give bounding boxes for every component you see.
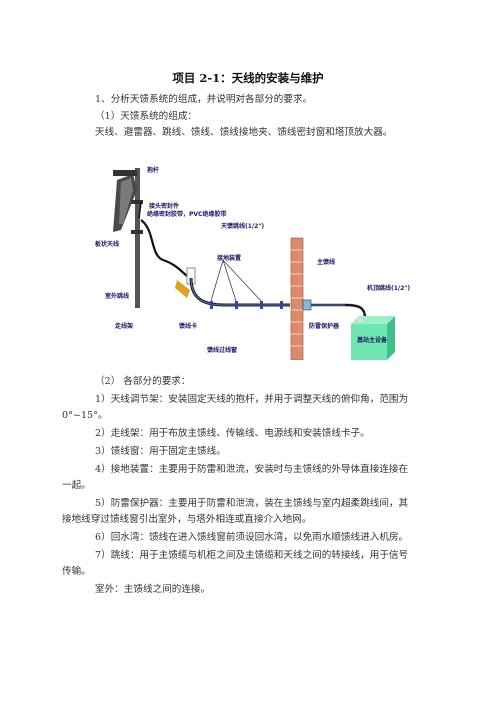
req-4-line1: 4）接地装置：主要用于防雷和泄流，安装时与主馈线的外导体直接连接在 (95, 464, 409, 475)
arrester (302, 299, 312, 311)
label-pole: 抱杆 (147, 166, 159, 174)
heading-components: （1）天馈系统的组成： (95, 111, 198, 122)
label-connector-seal: 接头密封件 (148, 202, 179, 210)
label-cable-tray: 走线架 (115, 322, 133, 330)
req-1-line2: 0°~15°。 (62, 410, 108, 421)
outdoor-text: 室外：主馈线之间的连接。 (95, 584, 211, 595)
req-7-line2: 传输。 (62, 566, 91, 577)
page-title: 项目 2-1：天线的安装与维护 (172, 71, 324, 85)
base-station-icon (351, 316, 395, 360)
label-outdoor-feeder: 室外跳线 (105, 292, 129, 300)
components-text: 天线、避雷器、跳线、馈线、馈线接地夹、馈线密封窗和塔顶放大器。 (95, 127, 393, 138)
req-1-line1: 1）天线调节架：安装固定天线的抱杆，并用于调整天线的俯仰角，范围为 (95, 394, 409, 405)
label-feeder-window: 馈线过线窗 (207, 346, 237, 354)
label-grounding-set: 接地装置 (216, 254, 241, 262)
label-panel-antenna: 板状天线 (95, 240, 119, 248)
heading-requirements: （2） 各部分的要求： (95, 376, 191, 387)
label-base-station: 基站主设备 (356, 336, 388, 344)
req-2: 2）走线架：用于布放主馈线、传输线、电源线和安装馈线卡子。 (95, 428, 370, 439)
req-5-line2: 接地线穿过馈线窗引出室外，与塔外相连或直接介入地网。 (62, 514, 312, 525)
question-1: 1、分析天馈系统的组成，并说明对各部分的要求。 (95, 94, 313, 105)
label-insulating-tape: 绝缘密封胶带，PVC绝缘胶带 (147, 210, 226, 218)
antenna-feeder-diagram: 抱杆 接头密封件 绝缘密封胶带，PVC绝缘胶带 天馈跳线(1/2") 板状天线 … (95, 166, 410, 360)
req-4-line2: 一起。 (62, 480, 91, 491)
panel-antenna-icon (113, 170, 137, 232)
label-machine-jumper: 机顶跳线(1/2") (367, 284, 410, 292)
label-jumper-top: 天馈跳线(1/2") (221, 222, 264, 230)
req-7-line1: 7）跳线：用于主馈缆与机柜之间及主馈缆和天线之间的转接线，用于信号 (95, 550, 409, 561)
label-arrester: 防雷保护器 (309, 322, 340, 330)
req-6: 6）回水湾：馈线在进入馈线窗前须设回水湾，以免雨水顺馈线进入机房。 (95, 532, 409, 543)
label-main-feeder: 主馈线 (317, 258, 335, 266)
brick-wall (290, 237, 304, 360)
label-feeder-clip: 馈线卡 (179, 322, 197, 330)
pole (135, 168, 140, 308)
req-3: 3）馈线窗：用于固定主馈线。 (95, 446, 226, 457)
req-5-line1: 5）防雷保护器：主要用于防雷和泄流，装在主馈线与室内超柔跳线间，其 (95, 498, 409, 509)
